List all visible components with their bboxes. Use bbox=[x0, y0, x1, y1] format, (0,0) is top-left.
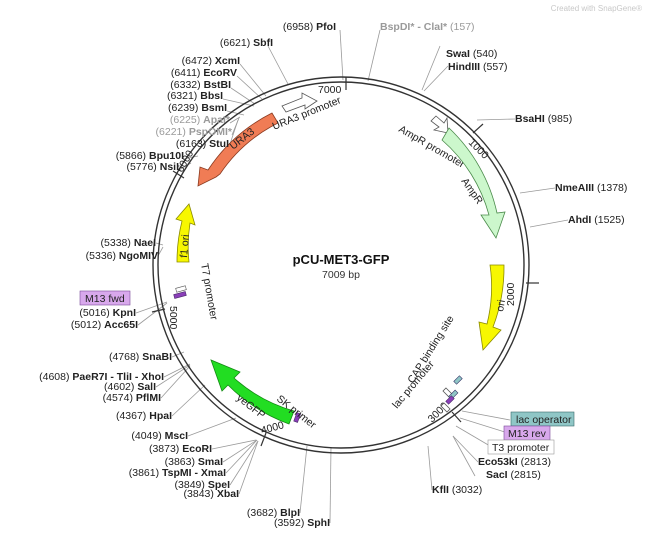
restriction-site[interactable]: HindIII (557) bbox=[448, 61, 508, 73]
t3-promoter-label: T3 promoter bbox=[492, 442, 550, 454]
restriction-site[interactable]: (4574) PflMI bbox=[103, 392, 161, 404]
m13-fwd-label: M13 fwd bbox=[85, 293, 125, 305]
tick-label: 3000 bbox=[426, 400, 451, 425]
restriction-site[interactable]: (3849) SpeI bbox=[175, 479, 231, 491]
ura3-promoter-arrow[interactable] bbox=[281, 92, 318, 113]
restriction-site[interactable]: (6239) BsmI bbox=[168, 102, 227, 114]
f1-ori-feature-arrow[interactable] bbox=[175, 203, 196, 263]
restriction-site[interactable]: (6958) PfoI bbox=[283, 21, 336, 33]
tick-label: 2000 bbox=[505, 282, 517, 306]
t3-promoter-box bbox=[487, 439, 555, 455]
restriction-site[interactable]: (6225) ApaI* bbox=[170, 114, 231, 126]
restriction-site[interactable]: BsaHI (985) bbox=[515, 113, 572, 125]
restriction-site[interactable]: (3682) BlpI bbox=[247, 507, 300, 519]
plasmid-title: pCU-MET3-GFP bbox=[293, 252, 390, 267]
restriction-site[interactable]: AhdI (1525) bbox=[568, 214, 625, 226]
restriction-sites-left: (6958) PfoI (6621) SbfI (6472) XcmI (641… bbox=[39, 21, 336, 529]
backbone-inner-strand bbox=[157, 81, 525, 449]
watermark: Created with SnapGene® bbox=[550, 4, 642, 13]
ori-feature-arrow[interactable] bbox=[478, 264, 505, 351]
restriction-site[interactable]: (6332) BstBI bbox=[170, 79, 231, 91]
t3-promoter-arrow[interactable] bbox=[440, 402, 451, 413]
yegfp-feature-arrow[interactable] bbox=[210, 359, 295, 425]
plasmid-length: 7009 bp bbox=[322, 269, 360, 281]
restriction-site[interactable]: (6411) EcoRV bbox=[171, 67, 237, 79]
cap-binding-site-marker[interactable] bbox=[453, 375, 463, 385]
backbone-outer-strand bbox=[152, 76, 530, 454]
restriction-site[interactable]: (4602) SalI bbox=[104, 381, 156, 393]
tick-marks bbox=[151, 77, 539, 447]
restriction-site[interactable]: (3863) SmaI bbox=[165, 456, 223, 468]
restriction-site[interactable]: (5336) NgoMIV bbox=[86, 250, 158, 262]
restriction-site[interactable]: SacI (2815) bbox=[486, 469, 541, 481]
sk-primer-marker[interactable] bbox=[293, 412, 301, 423]
t7-promoter-marker[interactable] bbox=[175, 285, 187, 293]
ampr-feature-arrow[interactable] bbox=[441, 127, 506, 239]
restriction-site[interactable]: (4608) PaeR7I - TliI - XhoI bbox=[39, 371, 164, 383]
lac-operator-label: lac operator bbox=[516, 414, 572, 426]
restriction-site[interactable]: KflI (3032) bbox=[432, 484, 482, 496]
restriction-site[interactable]: (5338) NaeI bbox=[101, 237, 157, 249]
restriction-site[interactable]: (3873) EcoRI bbox=[149, 443, 212, 455]
restriction-site[interactable]: (5016) KpnI bbox=[79, 307, 136, 319]
restriction-site[interactable]: (4367) HpaI bbox=[116, 410, 172, 422]
m13-rev-marker[interactable] bbox=[445, 395, 455, 405]
f1-ori-label: f1 ori bbox=[178, 234, 192, 258]
ori-label: ori bbox=[494, 299, 508, 313]
restriction-site[interactable]: (4049) MscI bbox=[131, 430, 188, 442]
restriction-site[interactable]: (3843) XbaI bbox=[184, 488, 240, 500]
m13-fwd-box bbox=[79, 290, 131, 306]
m13-rev-label: M13 rev bbox=[508, 428, 547, 440]
restriction-site[interactable]: (5012) Acc65I bbox=[71, 319, 138, 331]
restriction-site[interactable]: (6321) BbsI bbox=[167, 90, 223, 102]
restriction-sites-right: BspDI* - ClaI* (157) SwaI (540) HindIII … bbox=[380, 21, 627, 496]
tick-label: 5000 bbox=[167, 306, 179, 330]
restriction-site[interactable]: SwaI (540) bbox=[446, 48, 497, 60]
tick-label: 4000 bbox=[260, 419, 286, 437]
restriction-site[interactable]: (6163) StuI bbox=[176, 138, 229, 150]
restriction-site[interactable]: (5866) Bpu10I bbox=[116, 150, 184, 162]
restriction-site[interactable]: (3592) SphI bbox=[274, 517, 330, 529]
m13-fwd-marker[interactable] bbox=[173, 291, 187, 299]
restriction-site[interactable]: (4768) SnaBI bbox=[109, 351, 172, 363]
restriction-site[interactable]: (6621) SbfI bbox=[220, 37, 273, 49]
leader-lines bbox=[135, 29, 569, 524]
restriction-site[interactable]: (3861) TspMI - XmaI bbox=[129, 467, 226, 479]
ampr-promoter-arrow[interactable] bbox=[430, 115, 449, 134]
restriction-site[interactable]: NmeAIII (1378) bbox=[555, 182, 627, 194]
tick-label: 7000 bbox=[318, 84, 342, 96]
t7-promoter-label: T7 promoter bbox=[198, 262, 220, 321]
restriction-site[interactable]: (6221) PspOMI* bbox=[156, 126, 233, 138]
restriction-site[interactable]: BspDI* - ClaI* (157) bbox=[380, 21, 475, 33]
restriction-site[interactable]: Eco53kI (2813) bbox=[478, 456, 551, 468]
ura3-feature-arrow[interactable] bbox=[197, 112, 279, 187]
restriction-site[interactable]: (6472) XcmI bbox=[182, 55, 240, 67]
restriction-site[interactable]: (5776) NsiI bbox=[126, 161, 179, 173]
